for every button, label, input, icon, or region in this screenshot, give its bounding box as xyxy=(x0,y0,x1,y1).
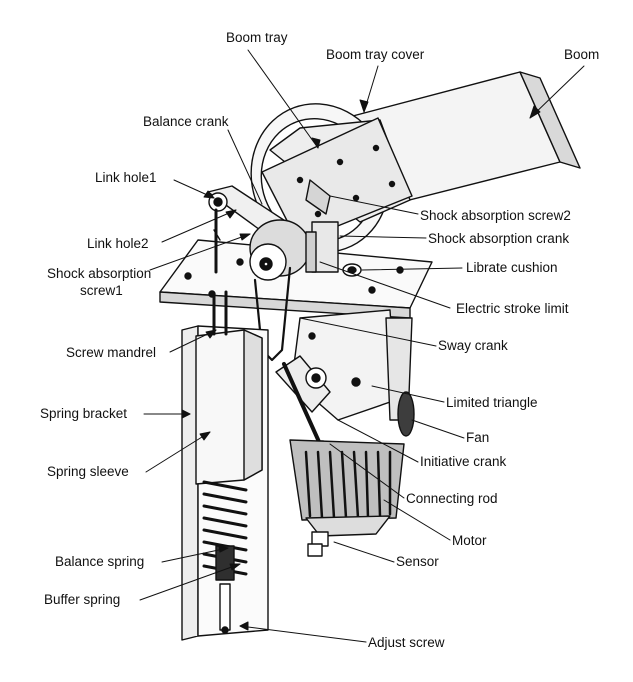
motor-shape xyxy=(289,439,405,537)
label-buffer-spring: Buffer spring xyxy=(44,592,121,607)
label-boom: Boom xyxy=(564,47,600,62)
label-motor: Motor xyxy=(452,533,487,548)
label-boom-tray-cover: Boom tray cover xyxy=(326,47,425,62)
label-shock-absorption-screw2: Shock absorption screw2 xyxy=(420,208,571,223)
sensor-shape xyxy=(307,531,329,557)
label-shock-absorption-screw1-line1: Shock absorption xyxy=(47,266,152,281)
label-initiative-crank: Initiative crank xyxy=(420,454,507,469)
label-balance-crank: Balance crank xyxy=(143,114,229,129)
label-screw-mandrel: Screw mandrel xyxy=(66,345,157,360)
label-boom-tray: Boom tray xyxy=(226,30,288,45)
label-electric-stroke-limit: Electric stroke limit xyxy=(456,301,569,316)
label-spring-bracket: Spring bracket xyxy=(40,406,128,421)
pulley-shape xyxy=(249,219,311,281)
label-connecting-rod: Connecting rod xyxy=(406,491,498,506)
label-shock-absorption-crank: Shock absorption crank xyxy=(428,231,570,246)
label-sensor: Sensor xyxy=(396,554,439,569)
label-link-hole1: Link hole1 xyxy=(95,170,157,185)
label-limited-triangle: Limited triangle xyxy=(446,395,538,410)
leader-lines xyxy=(139,49,585,643)
label-link-hole2: Link hole2 xyxy=(87,236,149,251)
label-librate-cushion: Librate cushion xyxy=(466,260,558,275)
boom-tray-cover-shape xyxy=(261,117,413,243)
label-balance-spring: Balance spring xyxy=(55,554,145,569)
label-spring-sleeve: Spring sleeve xyxy=(47,464,129,479)
shock-absorption-crank-shape xyxy=(305,179,339,273)
label-shock-absorption-screw1-line2: screw1 xyxy=(80,283,123,298)
label-sway-crank: Sway crank xyxy=(438,338,508,353)
label-adjust-screw: Adjust screw xyxy=(368,635,445,650)
base-plate-shape xyxy=(159,239,433,319)
fan-shape xyxy=(397,391,415,437)
label-fan: Fan xyxy=(466,430,490,445)
spring-column-shape xyxy=(181,290,269,641)
